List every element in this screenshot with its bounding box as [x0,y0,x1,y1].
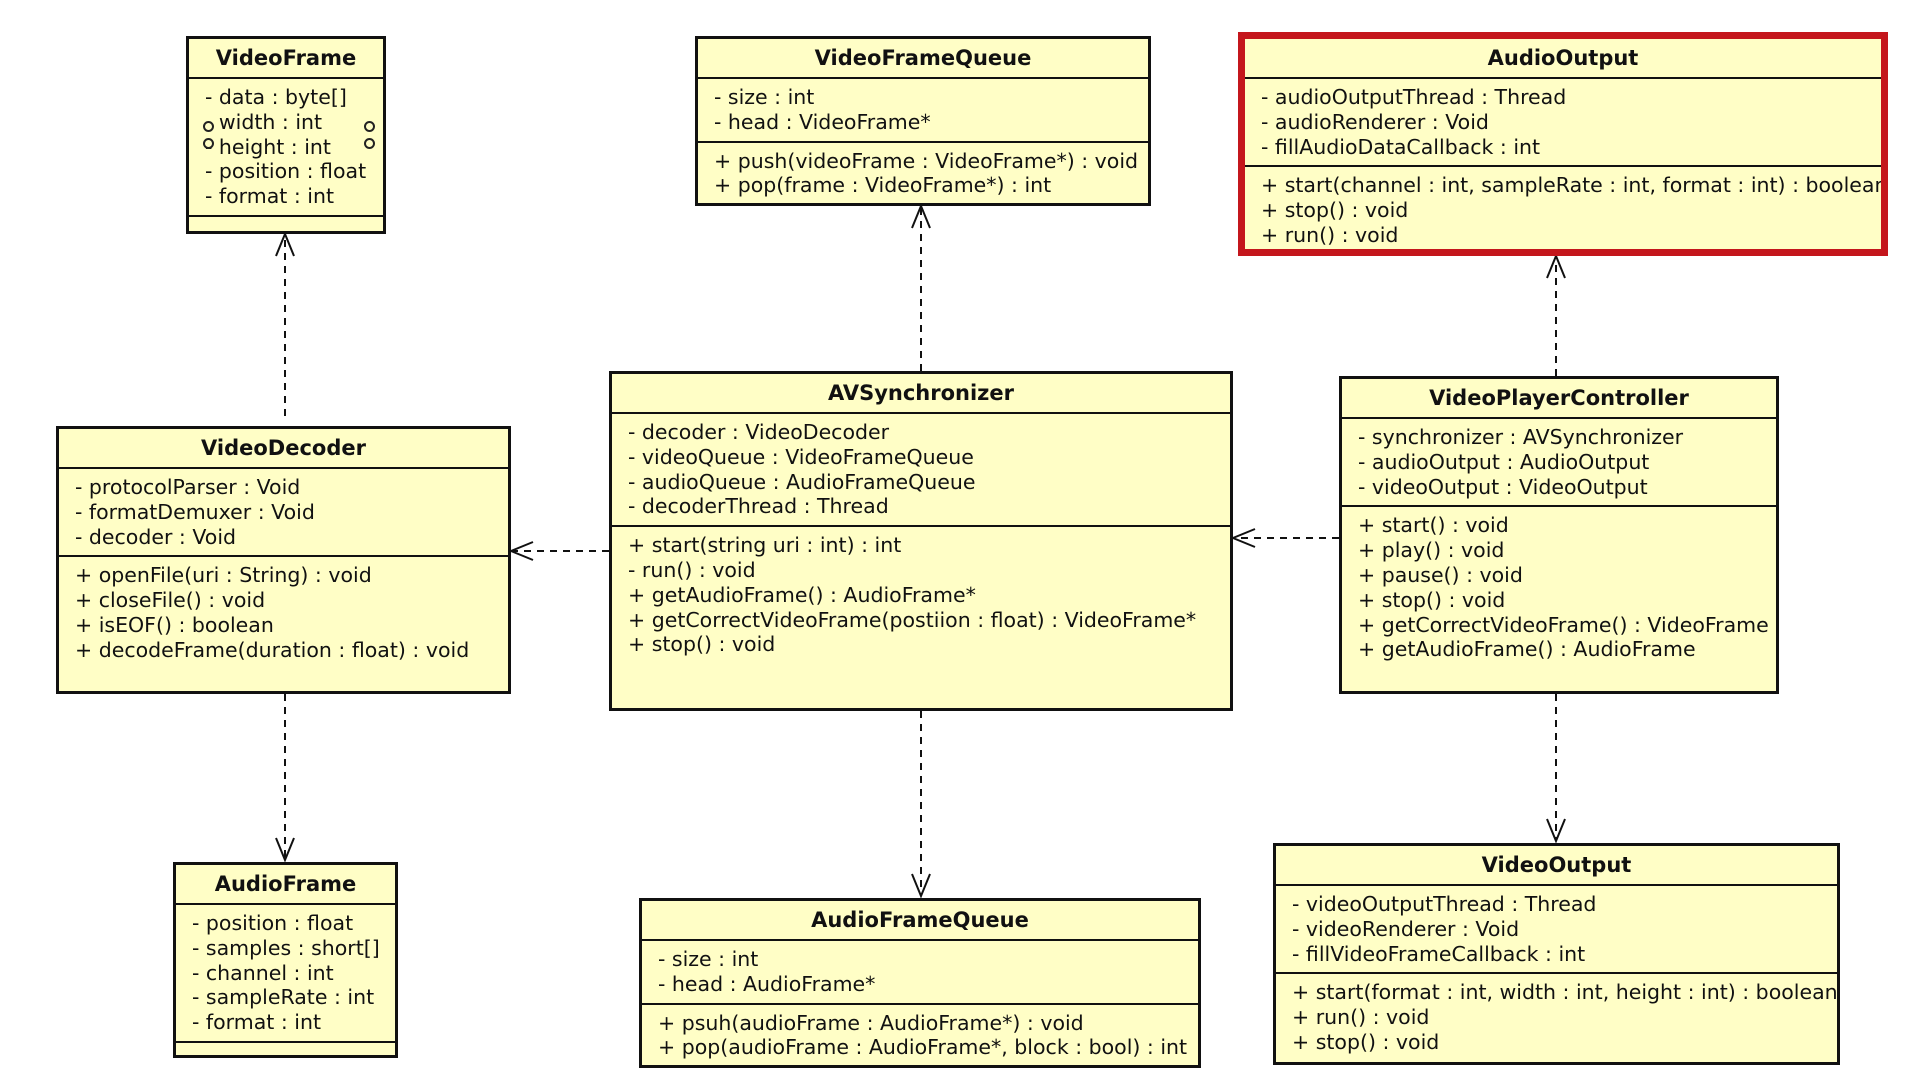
attribute-row: - samples : short[] [192,935,380,960]
class-name: VideoDecoder [59,429,508,469]
attribute-row: - head : AudioFrame* [658,971,876,996]
attribute-compartment: - videoOutputThread : Thread- videoRende… [1276,886,1837,975]
operation-compartment: + push(videoFrame : VideoFrame*) : void+… [698,143,1148,203]
operation-row: + pause() : void [1358,562,1523,587]
operation-compartment: + start() : void+ play() : void+ pause()… [1342,507,1776,668]
attribute-compartment: - audioOutputThread : Thread- audioRende… [1245,79,1881,168]
class-video-frame-queue: VideoFrameQueue- size : int- head : Vide… [695,36,1151,206]
class-audio-output: AudioOutput- audioOutputThread : Thread-… [1238,32,1888,256]
operation-row: + pop(frame : VideoFrame*) : int [714,173,1052,198]
class-video-frame: VideoFrame- data : byte[]- width : int- … [186,36,386,234]
attribute-row: - decoder : VideoDecoder [628,420,890,444]
operation-row: + stop() : void [1292,1029,1440,1054]
attribute-row: - channel : int [192,960,334,985]
port-circle-icon [364,121,375,132]
attribute-compartment: - decoder : VideoDecoder- videoQueue : V… [612,414,1230,528]
attribute-row: - size : int [714,85,815,109]
attribute-row: - data : byte[] [205,85,347,109]
attribute-row: - synchronizer : AVSynchronizer [1358,425,1684,449]
class-name: AudioFrame [176,865,395,905]
operation-row: + run() : void [1261,222,1399,247]
operation-row: + run() : void [1292,1005,1430,1030]
attribute-row: - videoRenderer : Void [1292,916,1520,941]
attribute-row: - format : int [192,1010,321,1035]
attribute-row: - height : int [205,134,331,159]
attribute-row: - width : int [205,109,323,134]
port-circle-icon [364,138,375,149]
attribute-row: - videoQueue : VideoFrameQueue [628,444,974,469]
attribute-row: - position : float [192,911,354,935]
operation-compartment: + start(string uri : int) : int- run() :… [612,527,1230,663]
attribute-row: - head : VideoFrame* [714,109,931,134]
operation-compartment [189,217,383,231]
attribute-row: - decoderThread : Thread [628,494,889,519]
operation-row: + closeFile() : void [75,588,266,613]
operation-row: + getAudioFrame() : AudioFrame [1358,637,1696,662]
class-name: VideoPlayerController [1342,379,1776,419]
attribute-row: - fillAudioDataCallback : int [1261,134,1541,159]
class-avsynchronizer: AVSynchronizer- decoder : VideoDecoder- … [609,371,1233,711]
operation-row: + stop() : void [1358,587,1506,612]
attribute-row: - format : int [205,184,334,209]
port-circle-icon [203,121,214,132]
attribute-compartment: - synchronizer : AVSynchronizer- audioOu… [1342,419,1776,508]
attribute-row: - audioOutputThread : Thread [1261,85,1567,109]
operation-row: + getCorrectVideoFrame(postiion : float)… [628,607,1197,632]
class-name: AVSynchronizer [612,374,1230,414]
operation-compartment: + psuh(audioFrame : AudioFrame*) : void+… [642,1005,1198,1065]
class-name: AudioOutput [1245,39,1881,79]
operation-row: + start(channel : int, sampleRate : int,… [1261,173,1888,198]
operation-row: + push(videoFrame : VideoFrame*) : void [714,148,1139,173]
class-audio-frame-queue: AudioFrameQueue- size : int- head : Audi… [639,898,1201,1068]
attribute-row: - audioOutput : AudioOutput [1358,449,1650,474]
class-name: VideoFrame [189,39,383,79]
attribute-row: - size : int [658,947,759,971]
attribute-row: - videoOutputThread : Thread [1292,892,1597,916]
operation-row: + stop() : void [628,632,776,657]
operation-row: + start(string uri : int) : int [628,533,902,558]
attribute-compartment: - size : int- head : VideoFrame* [698,79,1148,143]
class-audio-frame: AudioFrame- position : float- samples : … [173,862,398,1058]
operation-row: + play() : void [1358,538,1505,563]
attribute-row: - audioQueue : AudioFrameQueue [628,469,976,494]
class-video-decoder: VideoDecoder- protocolParser : Void- for… [56,426,511,694]
attribute-compartment: - size : int- head : AudioFrame* [642,941,1198,1005]
operation-row: - run() : void [628,557,756,582]
operation-row: + getAudioFrame() : AudioFrame* [628,582,976,607]
operation-compartment [176,1043,395,1055]
class-video-output: VideoOutput- videoOutputThread : Thread-… [1273,843,1840,1065]
operation-row: + psuh(audioFrame : AudioFrame*) : void [658,1010,1084,1035]
attribute-row: - videoOutput : VideoOutput [1358,474,1648,499]
operation-compartment: + start(format : int, width : int, heigh… [1276,974,1837,1060]
attribute-row: - position : float [205,159,367,184]
attribute-row: - decoder : Void [75,524,237,549]
attribute-compartment: - protocolParser : Void- formatDemuxer :… [59,469,508,558]
attribute-row: - audioRenderer : Void [1261,109,1489,134]
operation-row: + stop() : void [1261,198,1409,223]
operation-row: + start() : void [1358,513,1509,538]
operation-row: + isEOF() : boolean [75,612,274,637]
operation-row: + decodeFrame(duration : float) : void [75,637,470,662]
operation-compartment: + start(channel : int, sampleRate : int,… [1245,167,1888,249]
attribute-compartment: - data : byte[]- width : int- height : i… [189,79,383,217]
class-name: VideoOutput [1276,846,1837,886]
operation-row: + pop(audioFrame : AudioFrame*, block : … [658,1035,1188,1060]
port-circle-icon [203,138,214,149]
attribute-row: - formatDemuxer : Void [75,499,315,524]
attribute-compartment: - position : float- samples : short[]- c… [176,905,395,1043]
operation-compartment: + openFile(uri : String) : void+ closeFi… [59,557,508,668]
operation-row: + getCorrectVideoFrame() : VideoFrame [1358,612,1769,637]
operation-row: + openFile(uri : String) : void [75,563,372,588]
class-name: AudioFrameQueue [642,901,1198,941]
attribute-row: - fillVideoFrameCallback : int [1292,941,1586,966]
class-video-player-controller: VideoPlayerController- synchronizer : AV… [1339,376,1779,694]
attribute-row: - protocolParser : Void [75,475,301,499]
attribute-row: - sampleRate : int [192,985,375,1010]
class-name: VideoFrameQueue [698,39,1148,79]
operation-row: + start(format : int, width : int, heigh… [1292,980,1838,1005]
